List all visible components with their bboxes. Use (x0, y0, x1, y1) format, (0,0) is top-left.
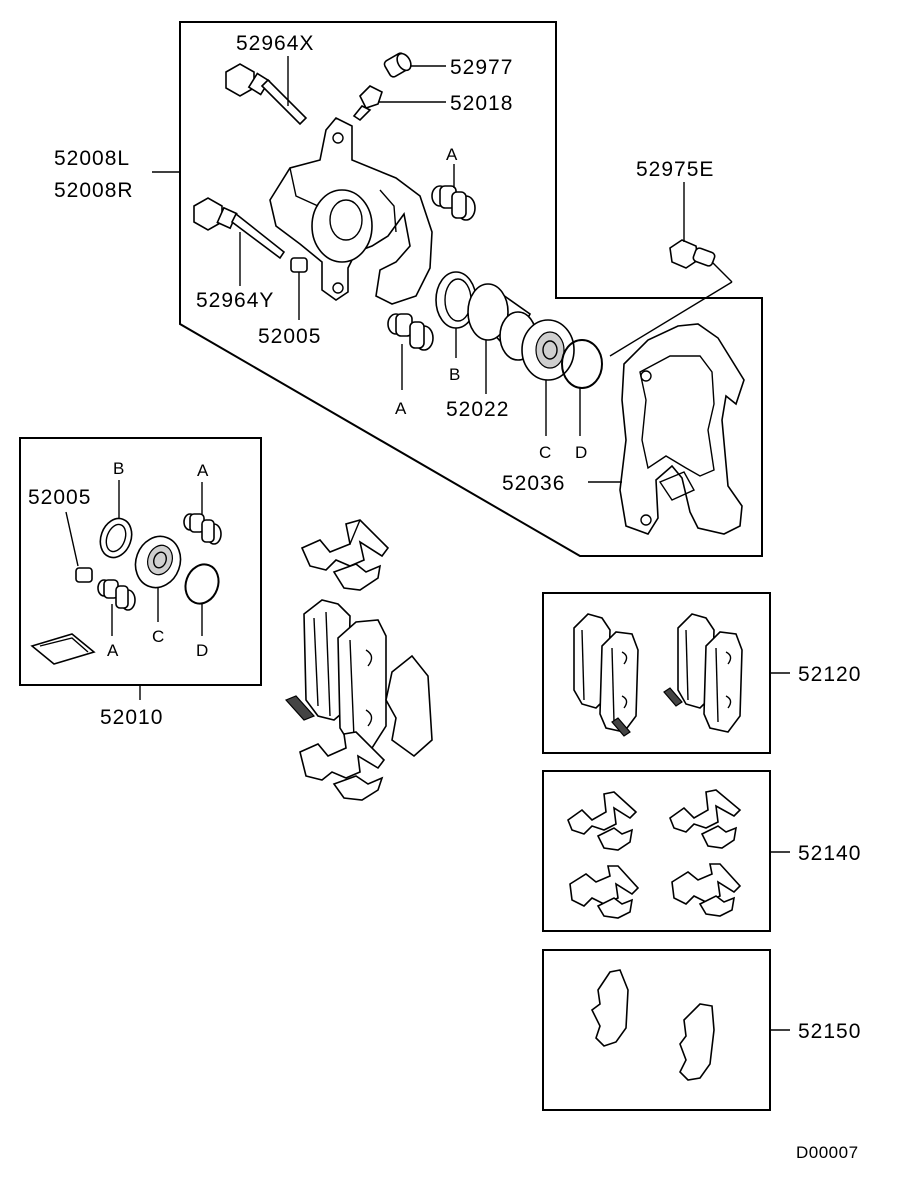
caliper-support-part (619, 323, 745, 535)
kit-ring-part (184, 563, 220, 605)
leader-bolt-support-2 (609, 281, 733, 357)
pin-boot-upper-part (431, 185, 476, 221)
clip-kit-upper-left-part (567, 791, 638, 851)
ref-boot-lower[interactable]: A (395, 399, 407, 418)
label-bracket-bolt[interactable]: 52975E (636, 158, 714, 181)
label-bleeder-cap[interactable]: 52977 (450, 56, 513, 79)
kit-seal-part (99, 517, 133, 559)
label-guide-pin-lower[interactable]: 52964Y (196, 289, 274, 312)
ref-kit-d[interactable]: D (196, 641, 209, 660)
clip-kit-lower-right-part (671, 863, 742, 917)
caliper-body-part (269, 117, 433, 305)
label-caliper-lh[interactable]: 52008L (54, 147, 130, 170)
label-kit-bushing[interactable]: 52005 (28, 486, 91, 509)
drawing-code: D00007 (796, 1143, 859, 1162)
pad-set-right-part (663, 613, 743, 733)
label-caliper-rh[interactable]: 52008R (54, 179, 134, 202)
bleeder-cap-part (383, 52, 412, 78)
ref-kit-a-upper[interactable]: A (197, 461, 209, 480)
bleeder-screw-part (352, 85, 383, 122)
label-piston[interactable]: 52022 (446, 398, 509, 421)
label-bleeder-screw[interactable]: 52018 (450, 92, 513, 115)
clip-kit-lower-left-part (569, 865, 640, 919)
guide-pin-lower-part (193, 197, 286, 260)
ref-kit-c[interactable]: C (152, 627, 165, 646)
kit-piston-boot-part (134, 535, 182, 589)
guide-pin-upper-part (225, 63, 308, 126)
kit-boot-upper-part (183, 513, 222, 545)
label-guide-pin-upper[interactable]: 52964X (236, 32, 314, 55)
center-pads-part (284, 599, 433, 758)
kit-bushing-part (75, 567, 93, 583)
kit-grease-pack-part (30, 633, 96, 665)
pin-boot-lower-part (387, 313, 434, 351)
ref-kit-a-lower[interactable]: A (107, 641, 119, 660)
label-bushing[interactable]: 52005 (258, 325, 321, 348)
label-shim-kit[interactable]: 52150 (798, 1020, 861, 1043)
label-seal-kit[interactable]: 52010 (100, 706, 163, 729)
leader-kit-bushing (65, 511, 79, 567)
lower-clips-part (299, 731, 386, 801)
bracket-bolt-part (669, 239, 716, 269)
ref-kit-b[interactable]: B (113, 459, 125, 478)
piston-boot-part (521, 319, 575, 381)
ref-piston-boot[interactable]: C (539, 443, 552, 462)
label-pad-set[interactable]: 52120 (798, 663, 861, 686)
clip-kit-frame (542, 770, 771, 932)
caliper-assembly-frame (179, 21, 763, 557)
label-support[interactable]: 52036 (502, 472, 565, 495)
kit-boot-lower-part (97, 579, 136, 611)
ref-piston-seal[interactable]: B (449, 365, 461, 384)
shim-left-part (590, 969, 629, 1047)
ref-ring[interactable]: D (575, 443, 588, 462)
upper-clips-part (300, 519, 390, 591)
shim-kit-frame (542, 949, 771, 1111)
shim-right-part (679, 1003, 715, 1081)
leader-bolt-support (711, 261, 733, 283)
bushing-part (290, 257, 308, 273)
ring-part (561, 339, 603, 389)
pad-set-left-part (573, 613, 639, 737)
ref-boot-upper[interactable]: A (446, 145, 458, 164)
label-clip-kit[interactable]: 52140 (798, 842, 861, 865)
clip-kit-upper-right-part (669, 789, 742, 849)
